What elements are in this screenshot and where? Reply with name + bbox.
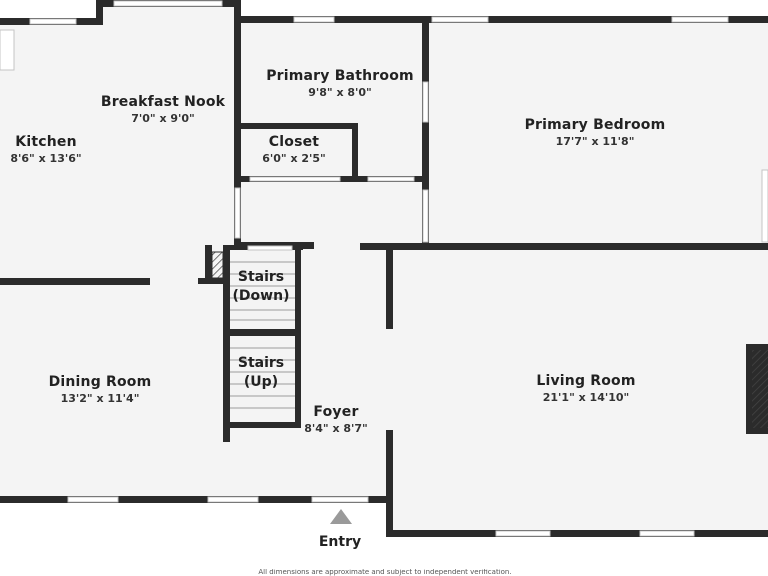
- window: [247, 245, 293, 251]
- wall: [422, 16, 429, 246]
- room-dimensions: 17'7" x 11'8": [555, 134, 635, 148]
- floor-areas: [0, 5, 768, 531]
- room-dimensions: 9'8" x 8'0": [308, 85, 372, 99]
- windows: [0, 0, 768, 537]
- window: [113, 0, 223, 7]
- room-label-closet: Closet 6'0" x 2'5": [246, 134, 342, 165]
- wall: [225, 329, 301, 336]
- window: [249, 176, 341, 182]
- room-label-living-room: Living Room 21'1" x 14'10": [526, 373, 646, 404]
- window: [29, 18, 77, 25]
- hatched-column: [211, 251, 224, 279]
- window: [367, 176, 415, 182]
- stairs-label-line2: (Down): [232, 287, 290, 304]
- room-label-breakfast-nook: Breakfast Nook 7'0" x 9'0": [98, 94, 228, 125]
- room-label-primary-bedroom: Primary Bedroom 17'7" x 11'8": [510, 117, 680, 148]
- floor-bedroom: [428, 20, 768, 245]
- wall: [0, 278, 150, 285]
- entry-marker-icon: [330, 509, 352, 524]
- room-label-dining-room: Dining Room 13'2" x 11'4": [40, 374, 160, 405]
- window: [431, 16, 489, 23]
- wall: [386, 249, 393, 329]
- stairs-label-line1: Stairs: [237, 269, 285, 285]
- wall: [96, 0, 103, 25]
- floor-living: [391, 248, 768, 531]
- window: [311, 496, 369, 503]
- window: [422, 189, 429, 243]
- room-dimensions: 8'4" x 8'7": [304, 421, 368, 435]
- room-dimensions: 13'2" x 11'4": [60, 391, 140, 405]
- floor-bathroom: [238, 20, 428, 245]
- stairs-up-treads: [230, 347, 295, 409]
- window: [495, 530, 551, 537]
- window: [422, 81, 429, 123]
- room-name: Breakfast Nook: [100, 94, 226, 110]
- window: [639, 530, 695, 537]
- wall: [386, 430, 393, 536]
- window: [207, 496, 259, 503]
- wall: [0, 496, 390, 503]
- window: [67, 496, 119, 503]
- window: [0, 29, 15, 71]
- wall: [386, 530, 768, 537]
- room-dimensions: 6'0" x 2'5": [262, 151, 326, 165]
- entry-label: Entry: [318, 534, 362, 550]
- room-label-stairs-down: Stairs (Down): [228, 268, 294, 306]
- room-name: Primary Bedroom: [524, 117, 666, 133]
- window: [761, 169, 768, 243]
- window: [671, 16, 729, 23]
- wall: [225, 422, 301, 428]
- wall: [205, 245, 212, 283]
- stairs-label-line2: (Up): [243, 373, 279, 390]
- stairs-down-treads: [230, 261, 295, 321]
- floor-kitchen-nook: [0, 5, 236, 500]
- room-name: Foyer: [313, 404, 359, 420]
- fireplace: [746, 344, 768, 434]
- room-name: Dining Room: [48, 374, 152, 390]
- room-name: Living Room: [536, 373, 636, 389]
- wall: [234, 16, 768, 23]
- room-label-stairs-up: Stairs (Up): [228, 354, 294, 392]
- stairs-label-line1: Stairs: [237, 355, 285, 371]
- room-label-primary-bathroom: Primary Bathroom 9'8" x 8'0": [262, 68, 418, 99]
- wall: [198, 278, 228, 284]
- room-name: Kitchen: [15, 134, 77, 150]
- room-name: Primary Bathroom: [266, 68, 414, 84]
- wall: [352, 123, 358, 181]
- window: [234, 187, 241, 239]
- room-label-kitchen: Kitchen 8'6" x 13'6": [2, 134, 90, 165]
- room-dimensions: 8'6" x 13'6": [10, 151, 82, 165]
- wall: [223, 245, 230, 442]
- room-dimensions: 21'1" x 14'10": [542, 390, 630, 404]
- room-dimensions: 7'0" x 9'0": [131, 111, 195, 125]
- window: [293, 16, 335, 23]
- disclaimer-footer: All dimensions are approximate and subje…: [258, 569, 512, 576]
- wall: [237, 123, 357, 129]
- room-label-foyer: Foyer 8'4" x 8'7": [300, 404, 372, 435]
- wall: [360, 243, 768, 250]
- room-name: Closet: [268, 134, 320, 150]
